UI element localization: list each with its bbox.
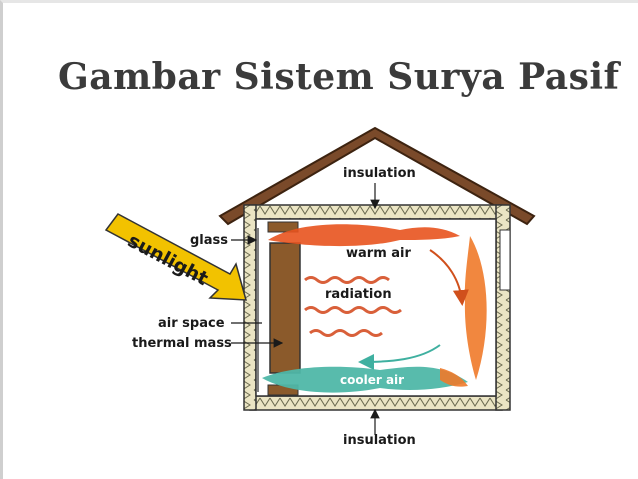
label-insulation-top: insulation [343,166,416,181]
leader-lines [231,183,380,435]
label-thermal-mass: thermal mass [132,336,232,351]
insulation-left [243,204,257,411]
label-glass: glass [190,233,228,248]
cooler-air-flow [262,344,468,393]
label-air-space: air space [158,316,225,331]
thermal-mass-wall [267,221,301,396]
label-insulation-bottom: insulation [343,433,416,448]
roof [218,126,536,226]
label-radiation: radiation [325,287,392,302]
insulation-right [495,204,511,411]
sunlight-arrow [104,213,248,301]
label-cooler-air: cooler air [340,373,404,387]
insulation-top [249,204,503,220]
label-warm-air: warm air [346,246,411,261]
insulation-bottom [249,395,503,411]
slide-title: Gambar Sistem Surya Pasif [58,56,620,98]
warm-air-flow [268,224,487,380]
radiation-waves [304,276,402,337]
